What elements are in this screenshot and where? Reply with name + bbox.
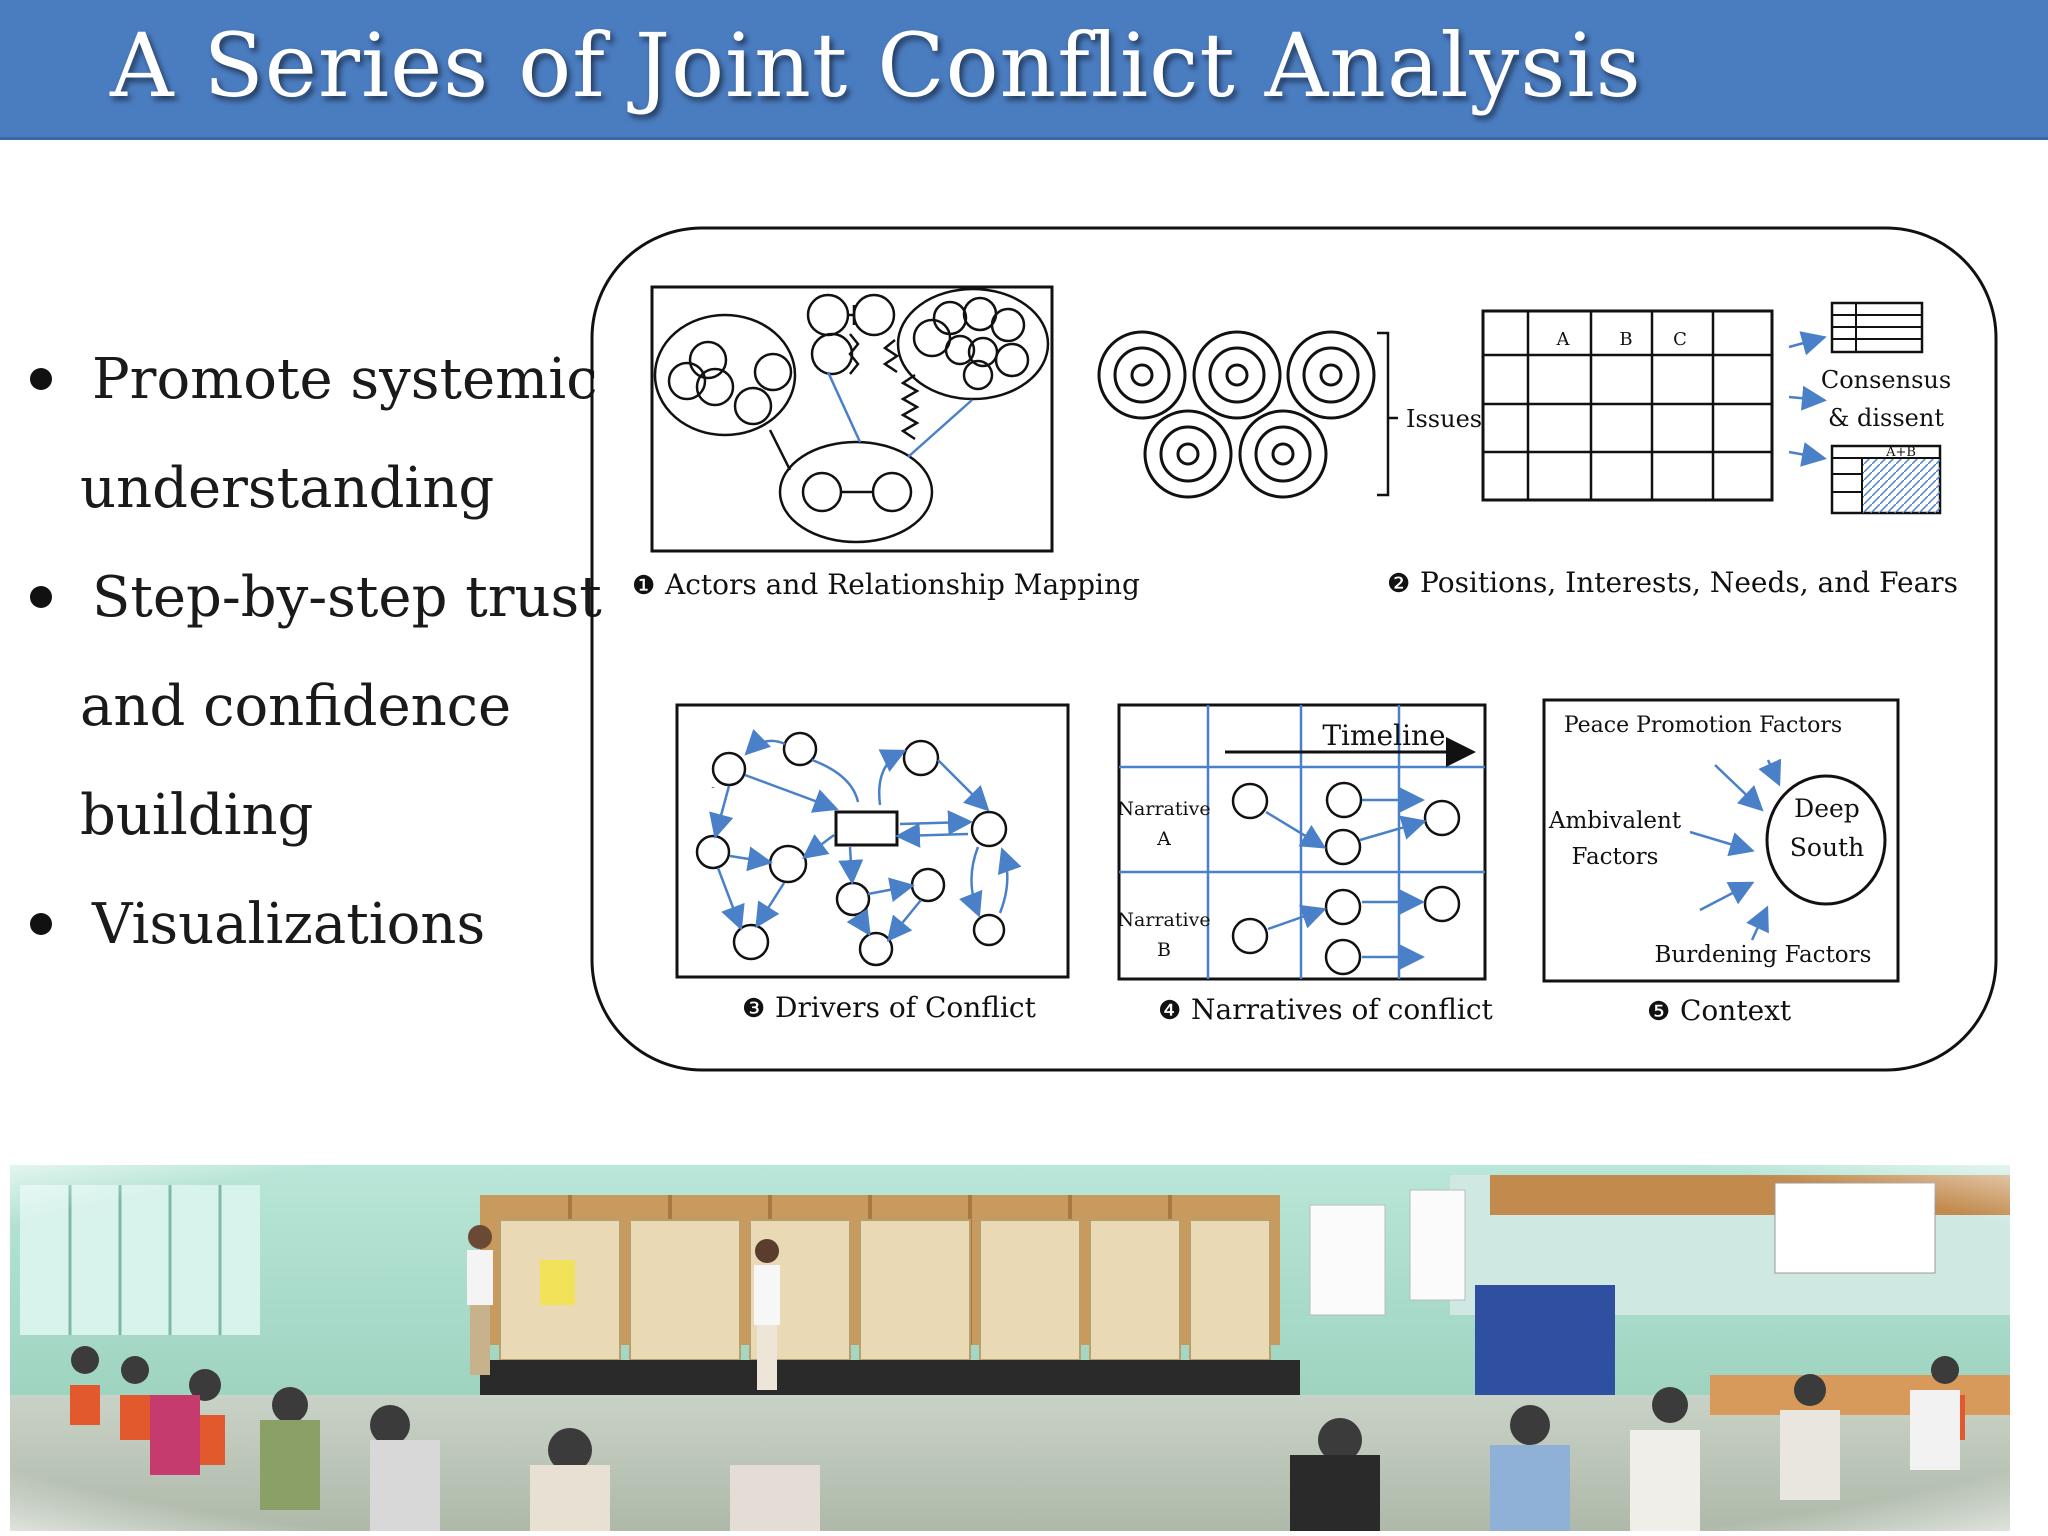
workshop-photo xyxy=(10,1165,2010,1531)
panel-context xyxy=(1542,698,1900,983)
deep-south-line2: South xyxy=(1790,833,1864,862)
bullet-text: building xyxy=(80,783,314,848)
bullet-dot-icon xyxy=(30,913,52,935)
narrative-b-line2: B xyxy=(1157,939,1171,961)
bullet-text: understanding xyxy=(80,456,495,521)
panel-narratives xyxy=(1117,703,1487,981)
title-bar: A Series of Joint Conflict Analysis xyxy=(0,0,2048,140)
burdening-factors-label: Burdening Factors xyxy=(1655,942,1872,968)
bullet-list: Promote systemic understanding Step-by-s… xyxy=(20,330,602,984)
consensus-label-line1: Consensus xyxy=(1821,366,1951,394)
narrative-a-line1: Narrative xyxy=(1117,798,1210,820)
bullet-dot-icon xyxy=(30,586,52,608)
panel-2-label: Positions, Interests, Needs, and Fears xyxy=(1420,566,1958,599)
panel-drivers-of-conflict xyxy=(675,703,1070,979)
peace-factors-label: Peace Promotion Factors xyxy=(1564,713,1842,738)
narrative-b-line1: Narrative xyxy=(1117,909,1210,931)
deep-south-line1: Deep xyxy=(1794,794,1860,823)
panel-1-number: ❶ xyxy=(632,571,655,601)
bullet-dot-icon xyxy=(30,368,52,390)
diagram-frame xyxy=(590,226,1998,1072)
bullet-item: Step-by-step trust and confidence buildi… xyxy=(20,548,602,875)
panel-5-label: Context xyxy=(1680,994,1792,1027)
ambivalent-line1: Ambivalent xyxy=(1548,808,1682,834)
table-tag-label: A+B xyxy=(1885,445,1916,460)
panel-3-number: ❸ xyxy=(742,994,765,1024)
slide-title: A Series of Joint Conflict Analysis xyxy=(110,14,1642,117)
panel-2-number: ❷ xyxy=(1387,569,1410,599)
bullet-item: Promote systemic understanding xyxy=(20,330,598,548)
consensus-label-line2: & dissent xyxy=(1828,404,1944,432)
panel-5-number: ❺ xyxy=(1647,997,1670,1027)
bullet-text: Promote systemic xyxy=(92,347,598,412)
panel-3-label: Drivers of Conflict xyxy=(775,991,1037,1024)
col-header-c: C xyxy=(1673,329,1687,350)
ambivalent-line2: Factors xyxy=(1572,844,1659,870)
bullet-text: Visualizations xyxy=(92,892,486,957)
panel-4-label: Narratives of conflict xyxy=(1191,993,1494,1026)
panel-4-number: ❹ xyxy=(1158,996,1181,1026)
col-header-b: B xyxy=(1619,329,1632,350)
panel-actors-mapping xyxy=(650,285,1054,553)
col-header-a: A xyxy=(1556,329,1571,350)
narrative-a-line2: A xyxy=(1156,828,1171,850)
bullet-text: Step-by-step trust xyxy=(92,565,602,630)
timeline-label: Timeline xyxy=(1322,719,1445,752)
panel-positions-interests xyxy=(1097,301,1942,515)
bullet-text: and confidence xyxy=(80,674,512,739)
conflict-analysis-diagram: ❶ Actors and Relationship Mapping xyxy=(590,226,1998,1072)
bullet-item: Visualizations xyxy=(20,875,580,984)
issues-label: Issues xyxy=(1406,405,1482,433)
panel-1-label: Actors and Relationship Mapping xyxy=(664,568,1140,601)
